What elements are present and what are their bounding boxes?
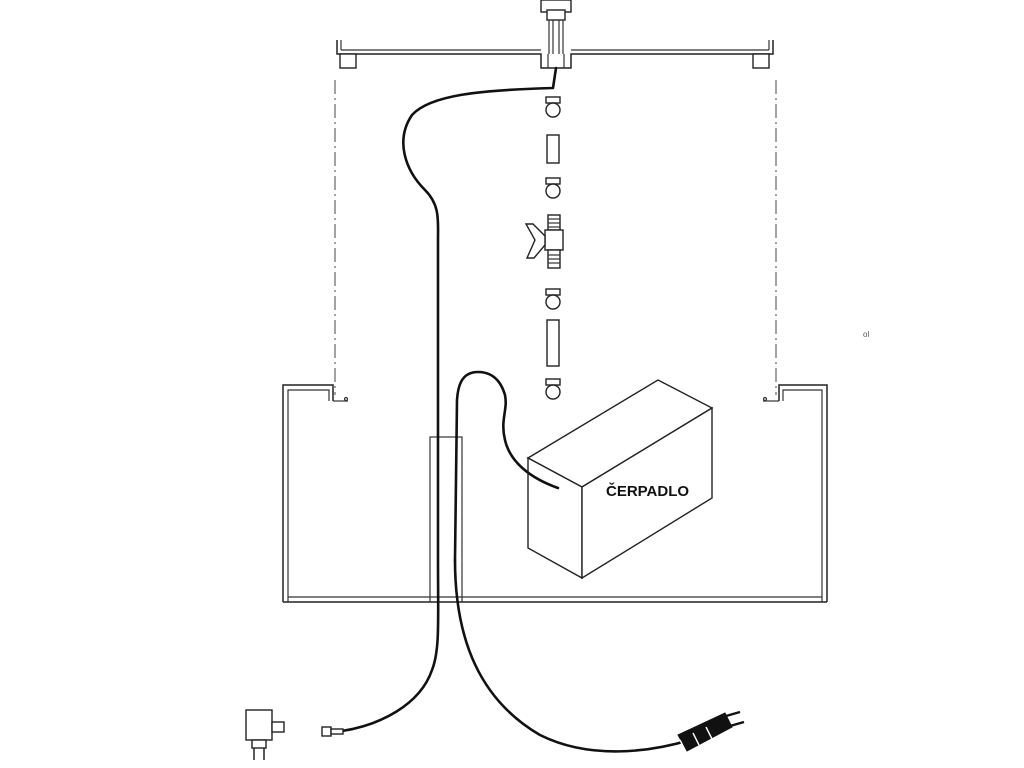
hose-clamp-4 [545,378,561,400]
outlet-hose [340,66,558,733]
cable-duct [429,436,463,603]
pump-label: ČERPADLO [606,482,689,500]
pump-box [526,379,714,580]
lid-foot-right [752,53,770,69]
hose-connector [321,726,344,737]
hose-piece-2 [546,319,560,367]
hose-clamp-3 [545,288,561,310]
hose-piece-1 [546,134,560,164]
hose-clamp-2 [545,177,561,199]
power-plug-icon [677,710,745,753]
alignment-lines [334,80,777,395]
hose-parts-stack [524,96,564,400]
hose-clamp-1 [545,96,561,118]
valve-fitting [524,214,564,269]
lid-plate [336,40,774,69]
power-cable [453,558,692,753]
power-adapter-icon [245,709,285,760]
edge-mark: ol [863,330,869,339]
pump-hose [453,370,560,562]
tank-body [282,384,828,603]
lid-foot-left [339,53,357,69]
nozzle-fitting [540,0,572,54]
